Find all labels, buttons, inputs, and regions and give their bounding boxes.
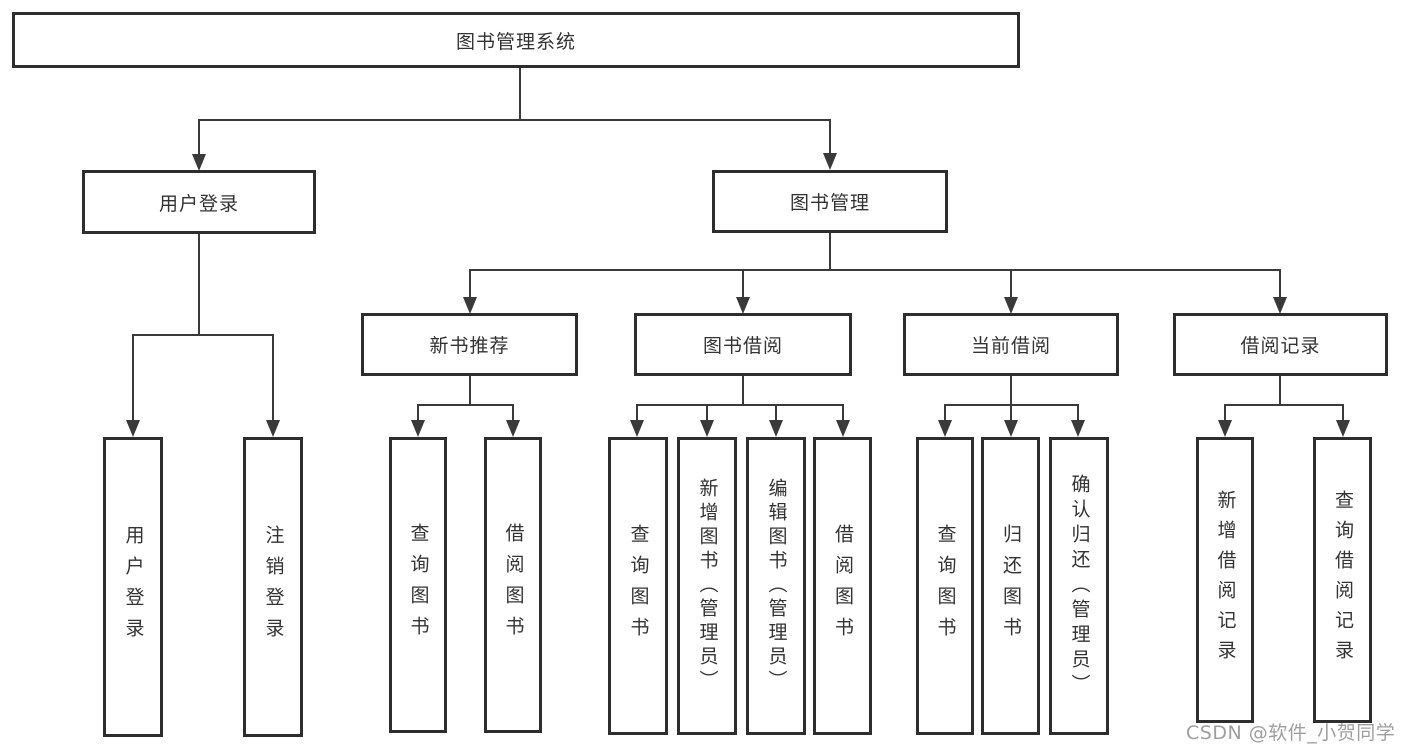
leaf-query-books: 查询图书 bbox=[916, 437, 974, 735]
leaf-borrow-books: 借阅图书 bbox=[813, 437, 872, 735]
arrow-down-icon bbox=[411, 420, 425, 437]
arrow-down-icon bbox=[1004, 297, 1018, 314]
leaf-label: 编辑图书（管理员） bbox=[765, 478, 788, 694]
connector-drop-login-leaf bbox=[132, 334, 134, 422]
leaf-label: 新增图书（管理员） bbox=[696, 478, 719, 694]
arrow-down-icon bbox=[126, 420, 140, 437]
leaf-borrow-books: 借阅图书 bbox=[484, 437, 542, 733]
connector-user-login-trunk bbox=[198, 234, 200, 336]
arrow-down-icon bbox=[823, 153, 837, 170]
arrow-down-icon bbox=[1218, 420, 1232, 437]
node-current-borrow-label: 当前借阅 bbox=[970, 335, 1051, 357]
connector-drop bbox=[706, 404, 708, 422]
connector-drop bbox=[1010, 404, 1012, 422]
arrow-down-icon bbox=[938, 420, 952, 437]
leaf-query-borrow-record: 查询借阅记录 bbox=[1313, 437, 1372, 723]
leaf-label: 查询图书 bbox=[407, 523, 430, 647]
arrow-down-icon bbox=[700, 420, 714, 437]
connector-drop-book-mgmt bbox=[829, 119, 831, 155]
arrow-down-icon bbox=[1004, 420, 1018, 437]
leaf-query-books: 查询图书 bbox=[389, 437, 447, 733]
node-book-borrow-label: 图书借阅 bbox=[702, 335, 783, 357]
leaf-logout-label: 注销登录 bbox=[262, 525, 285, 649]
connector-book-mgmt-bus bbox=[469, 269, 1281, 271]
node-borrow-records: 借阅记录 bbox=[1173, 313, 1388, 376]
node-book-management-label: 图书管理 bbox=[789, 192, 870, 214]
arrow-down-icon bbox=[736, 297, 750, 314]
leaf-label: 借阅图书 bbox=[502, 523, 525, 647]
node-current-borrow: 当前借阅 bbox=[903, 313, 1119, 376]
arrow-down-icon bbox=[1336, 420, 1350, 437]
connector-borrow-records-trunk bbox=[1279, 376, 1281, 406]
connector-root-trunk bbox=[519, 68, 521, 120]
leaf-confirm-return-admin: 确认归还（管理员） bbox=[1049, 437, 1109, 735]
arrow-down-icon bbox=[266, 420, 280, 437]
leaf-label: 查询图书 bbox=[627, 524, 650, 648]
connector-borrow-records-bus bbox=[1224, 404, 1343, 406]
connector-new-book-trunk bbox=[469, 376, 471, 406]
connector-root-bus bbox=[198, 119, 831, 121]
connector-drop bbox=[512, 404, 514, 422]
connector-book-mgmt-trunk bbox=[829, 233, 831, 270]
leaf-label: 查询图书 bbox=[934, 524, 957, 648]
leaf-return-books: 归还图书 bbox=[981, 437, 1040, 735]
connector-drop bbox=[1077, 404, 1079, 422]
leaf-add-borrow-record: 新增借阅记录 bbox=[1196, 437, 1254, 723]
connector-drop bbox=[417, 404, 419, 422]
leaf-label: 新增借阅记录 bbox=[1214, 490, 1237, 670]
connector-drop bbox=[1342, 404, 1344, 422]
node-book-management: 图书管理 bbox=[712, 170, 948, 233]
connector-drop-book-borrow bbox=[742, 269, 744, 299]
leaf-label: 查询借阅记录 bbox=[1332, 490, 1354, 670]
connector-drop bbox=[636, 404, 638, 422]
arrow-down-icon bbox=[1273, 297, 1287, 314]
connector-user-login-bus bbox=[132, 334, 274, 336]
node-new-book-recommend-label: 新书推荐 bbox=[429, 335, 510, 357]
arrow-down-icon bbox=[506, 420, 520, 437]
arrow-down-icon bbox=[463, 297, 477, 314]
connector-drop bbox=[944, 404, 946, 422]
connector-book-borrow-trunk bbox=[742, 376, 744, 406]
connector-drop-user-login bbox=[198, 119, 200, 156]
leaf-user-login-label: 用户登录 bbox=[122, 525, 145, 649]
connector-new-book-bus bbox=[417, 404, 514, 406]
connector-drop-borrow-records bbox=[1279, 269, 1281, 299]
node-new-book-recommend: 新书推荐 bbox=[361, 313, 578, 376]
connector-drop-new-book bbox=[469, 269, 471, 299]
arrow-down-icon bbox=[1071, 420, 1085, 437]
node-borrow-records-label: 借阅记录 bbox=[1240, 335, 1321, 357]
leaf-query-books: 查询图书 bbox=[608, 437, 668, 735]
leaf-edit-book-admin: 编辑图书（管理员） bbox=[746, 437, 806, 735]
arrow-down-icon bbox=[769, 420, 783, 437]
connector-current-borrow-trunk bbox=[1010, 376, 1012, 406]
connector-drop bbox=[775, 404, 777, 422]
leaf-logout: 注销登录 bbox=[243, 437, 303, 737]
node-book-borrow: 图书借阅 bbox=[634, 313, 852, 376]
node-user-login-label: 用户登录 bbox=[158, 192, 239, 215]
leaf-label: 借阅图书 bbox=[832, 524, 854, 648]
leaf-user-login: 用户登录 bbox=[103, 437, 163, 737]
node-root-title: 图书管理系统 bbox=[12, 12, 1020, 68]
leaf-add-book-admin: 新增图书（管理员） bbox=[677, 437, 737, 735]
connector-drop bbox=[842, 404, 844, 422]
node-user-login: 用户登录 bbox=[82, 170, 316, 234]
connector-drop-logout-leaf bbox=[272, 334, 274, 422]
arrow-down-icon bbox=[192, 154, 206, 171]
csdn-watermark: CSDN @软件_小贺同学 bbox=[1186, 722, 1396, 744]
connector-book-borrow-bus bbox=[636, 404, 844, 406]
leaf-label: 归还图书 bbox=[1000, 524, 1022, 648]
arrow-down-icon bbox=[836, 420, 850, 437]
node-root-label: 图书管理系统 bbox=[455, 30, 576, 53]
connector-drop bbox=[1224, 404, 1226, 422]
connector-drop-current-borrow bbox=[1010, 269, 1012, 299]
leaf-label: 确认归还（管理员） bbox=[1068, 473, 1091, 699]
arrow-down-icon bbox=[630, 420, 644, 437]
